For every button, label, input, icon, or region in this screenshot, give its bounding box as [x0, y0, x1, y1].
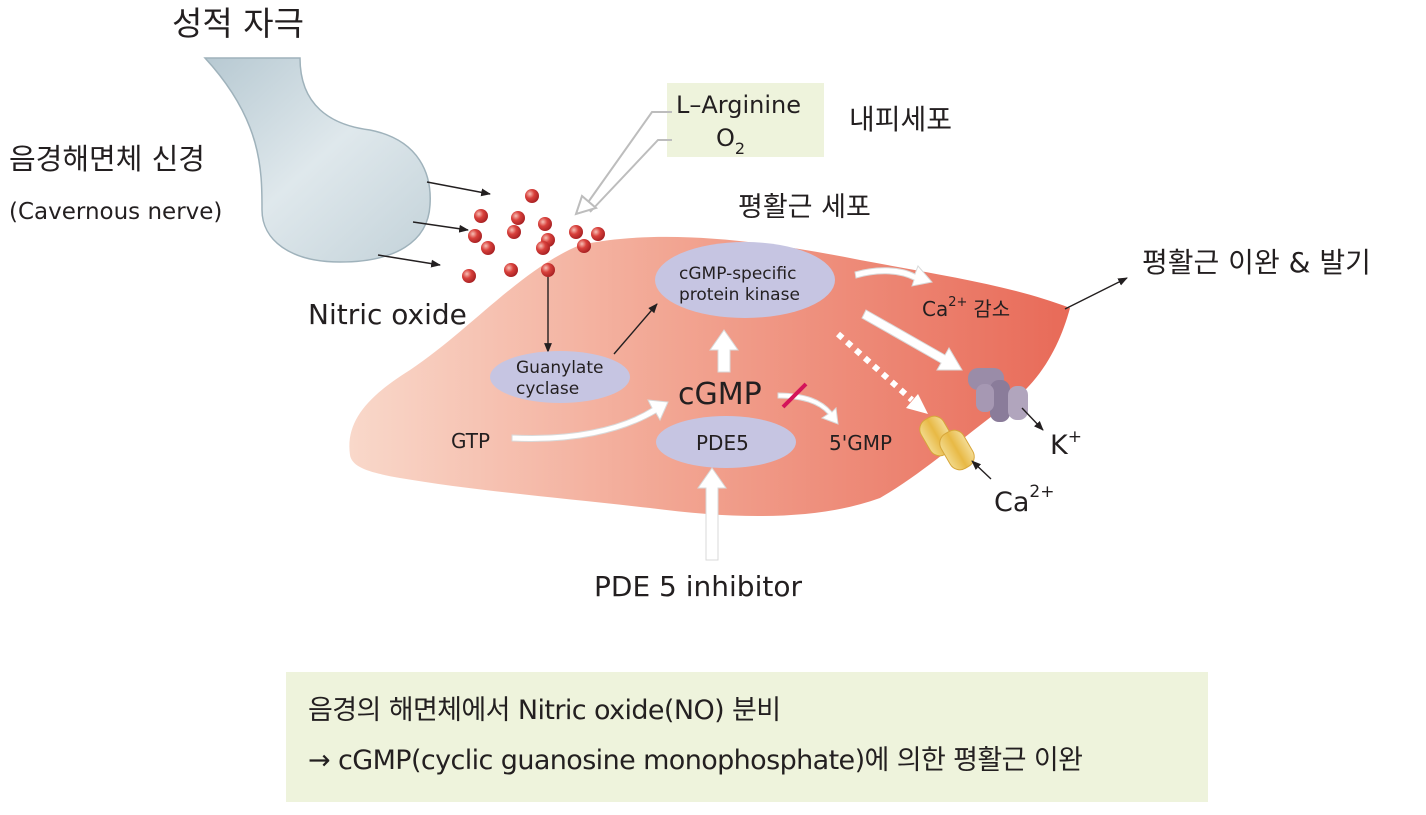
nerve-release-arrow-1: [426, 181, 491, 197]
calcium-channel: [919, 415, 975, 471]
no-molecule: [536, 241, 550, 255]
protein-kinase-enzyme: [655, 242, 835, 318]
guanylate-to-kinase-arrow: [613, 303, 658, 355]
nerve-korean-label: 음경해면체 신경: [9, 142, 205, 176]
cgmp-to-kinase-arrow: [709, 329, 739, 373]
summary-box: 음경의 해면체에서 Nitric oxide(NO) 분비 → cGMP(cyc…: [286, 672, 1208, 802]
ca-decrease-superscript: 2+: [948, 295, 967, 310]
guanylate-label-line1: Guanylate: [516, 358, 603, 378]
no-molecule: [474, 209, 488, 223]
pde-inhibitor-arrow: [697, 467, 727, 561]
potassium-symbol: K: [1050, 430, 1069, 461]
kinase-to-ca-channel-dotted: [836, 331, 914, 403]
smooth-muscle-label: 평활근 세포: [738, 192, 871, 223]
kinase-to-ca-decrease-arrow: [854, 265, 933, 287]
nitric-oxide-label: Nitric oxide: [308, 298, 467, 331]
relaxation-result-label: 평활근 이완 & 발기: [1142, 246, 1371, 279]
no-molecule: [538, 217, 552, 231]
summary-line-1: 음경의 해면체에서 Nitric oxide(NO) 분비: [308, 695, 781, 726]
kinase-to-ca-channel-arrowhead: [906, 394, 928, 414]
nitric-oxide-molecules: [462, 189, 605, 283]
guanylate-cyclase-enzyme: [490, 351, 630, 403]
ca-decrease-label: Ca2+ 감소: [922, 295, 1010, 321]
potassium-channel: [968, 368, 1028, 422]
guanylate-label-line2: cyclase: [516, 379, 579, 399]
summary-line-2: → cGMP(cyclic guanosine monophosphate)에 …: [308, 745, 1083, 776]
nerve-release-arrow-3: [377, 254, 441, 268]
potassium-label: K+: [1050, 427, 1082, 461]
stimulus-label: 성적 자극: [172, 4, 304, 43]
pde5-block-mark: [781, 382, 808, 409]
pde-inhibitor-label: PDE 5 inhibitor: [594, 570, 802, 603]
pde5-enzyme: [656, 416, 796, 468]
endothelial-substrate-box: [667, 83, 824, 157]
k-efflux-arrow: [1021, 407, 1044, 431]
gtp-label: GTP: [451, 429, 490, 453]
ca-decrease-text: 감소: [973, 297, 1010, 321]
arginine-label: L–Arginine: [676, 91, 801, 119]
ca-influx-arrow: [971, 460, 992, 480]
potassium-superscript: +: [1068, 427, 1082, 447]
no-molecule: [507, 225, 521, 239]
cgmp-label: cGMP: [678, 377, 762, 412]
no-molecule: [591, 227, 605, 241]
ca-decrease-symbol: Ca: [922, 297, 948, 321]
endothelial-label: 내피세포: [849, 103, 952, 136]
kinase-label-line2: protein kinase: [679, 285, 800, 305]
no-molecule: [569, 225, 583, 239]
oxygen-subscript: 2: [735, 139, 745, 158]
no-molecule: [481, 241, 495, 255]
nerve-release-arrow-2: [412, 221, 469, 233]
no-molecule: [577, 239, 591, 253]
endothelial-release-arrow: [583, 111, 672, 213]
endothelial-release-arrowhead: [574, 194, 599, 216]
pde5-label: PDE5: [696, 431, 749, 455]
oxygen-label: O2: [716, 124, 745, 158]
no-molecule: [511, 211, 525, 225]
kinase-label-line1: cGMP-specific: [679, 264, 796, 284]
nerve-english-label: (Cavernous nerve): [9, 199, 222, 225]
calcium-symbol: Ca: [994, 487, 1029, 518]
kinase-to-k-channel-arrow: [861, 309, 963, 371]
calcium-superscript: 2+: [1029, 482, 1054, 502]
no-molecule: [541, 263, 555, 277]
five-gmp-label: 5'GMP: [829, 431, 892, 455]
oxygen-symbol: O: [716, 124, 735, 152]
no-molecule: [468, 229, 482, 243]
cavernous-nerve-terminal: [203, 57, 431, 263]
white-pathway-arrows: [511, 265, 963, 561]
calcium-label: Ca2+: [994, 482, 1054, 518]
no-molecule: [462, 269, 476, 283]
no-molecule: [525, 189, 539, 203]
gtp-to-cgmp-arrow: [511, 399, 669, 442]
relaxation-result-arrow: [1064, 277, 1128, 310]
smooth-muscle-cell: [349, 236, 1070, 517]
no-molecule: [504, 263, 518, 277]
